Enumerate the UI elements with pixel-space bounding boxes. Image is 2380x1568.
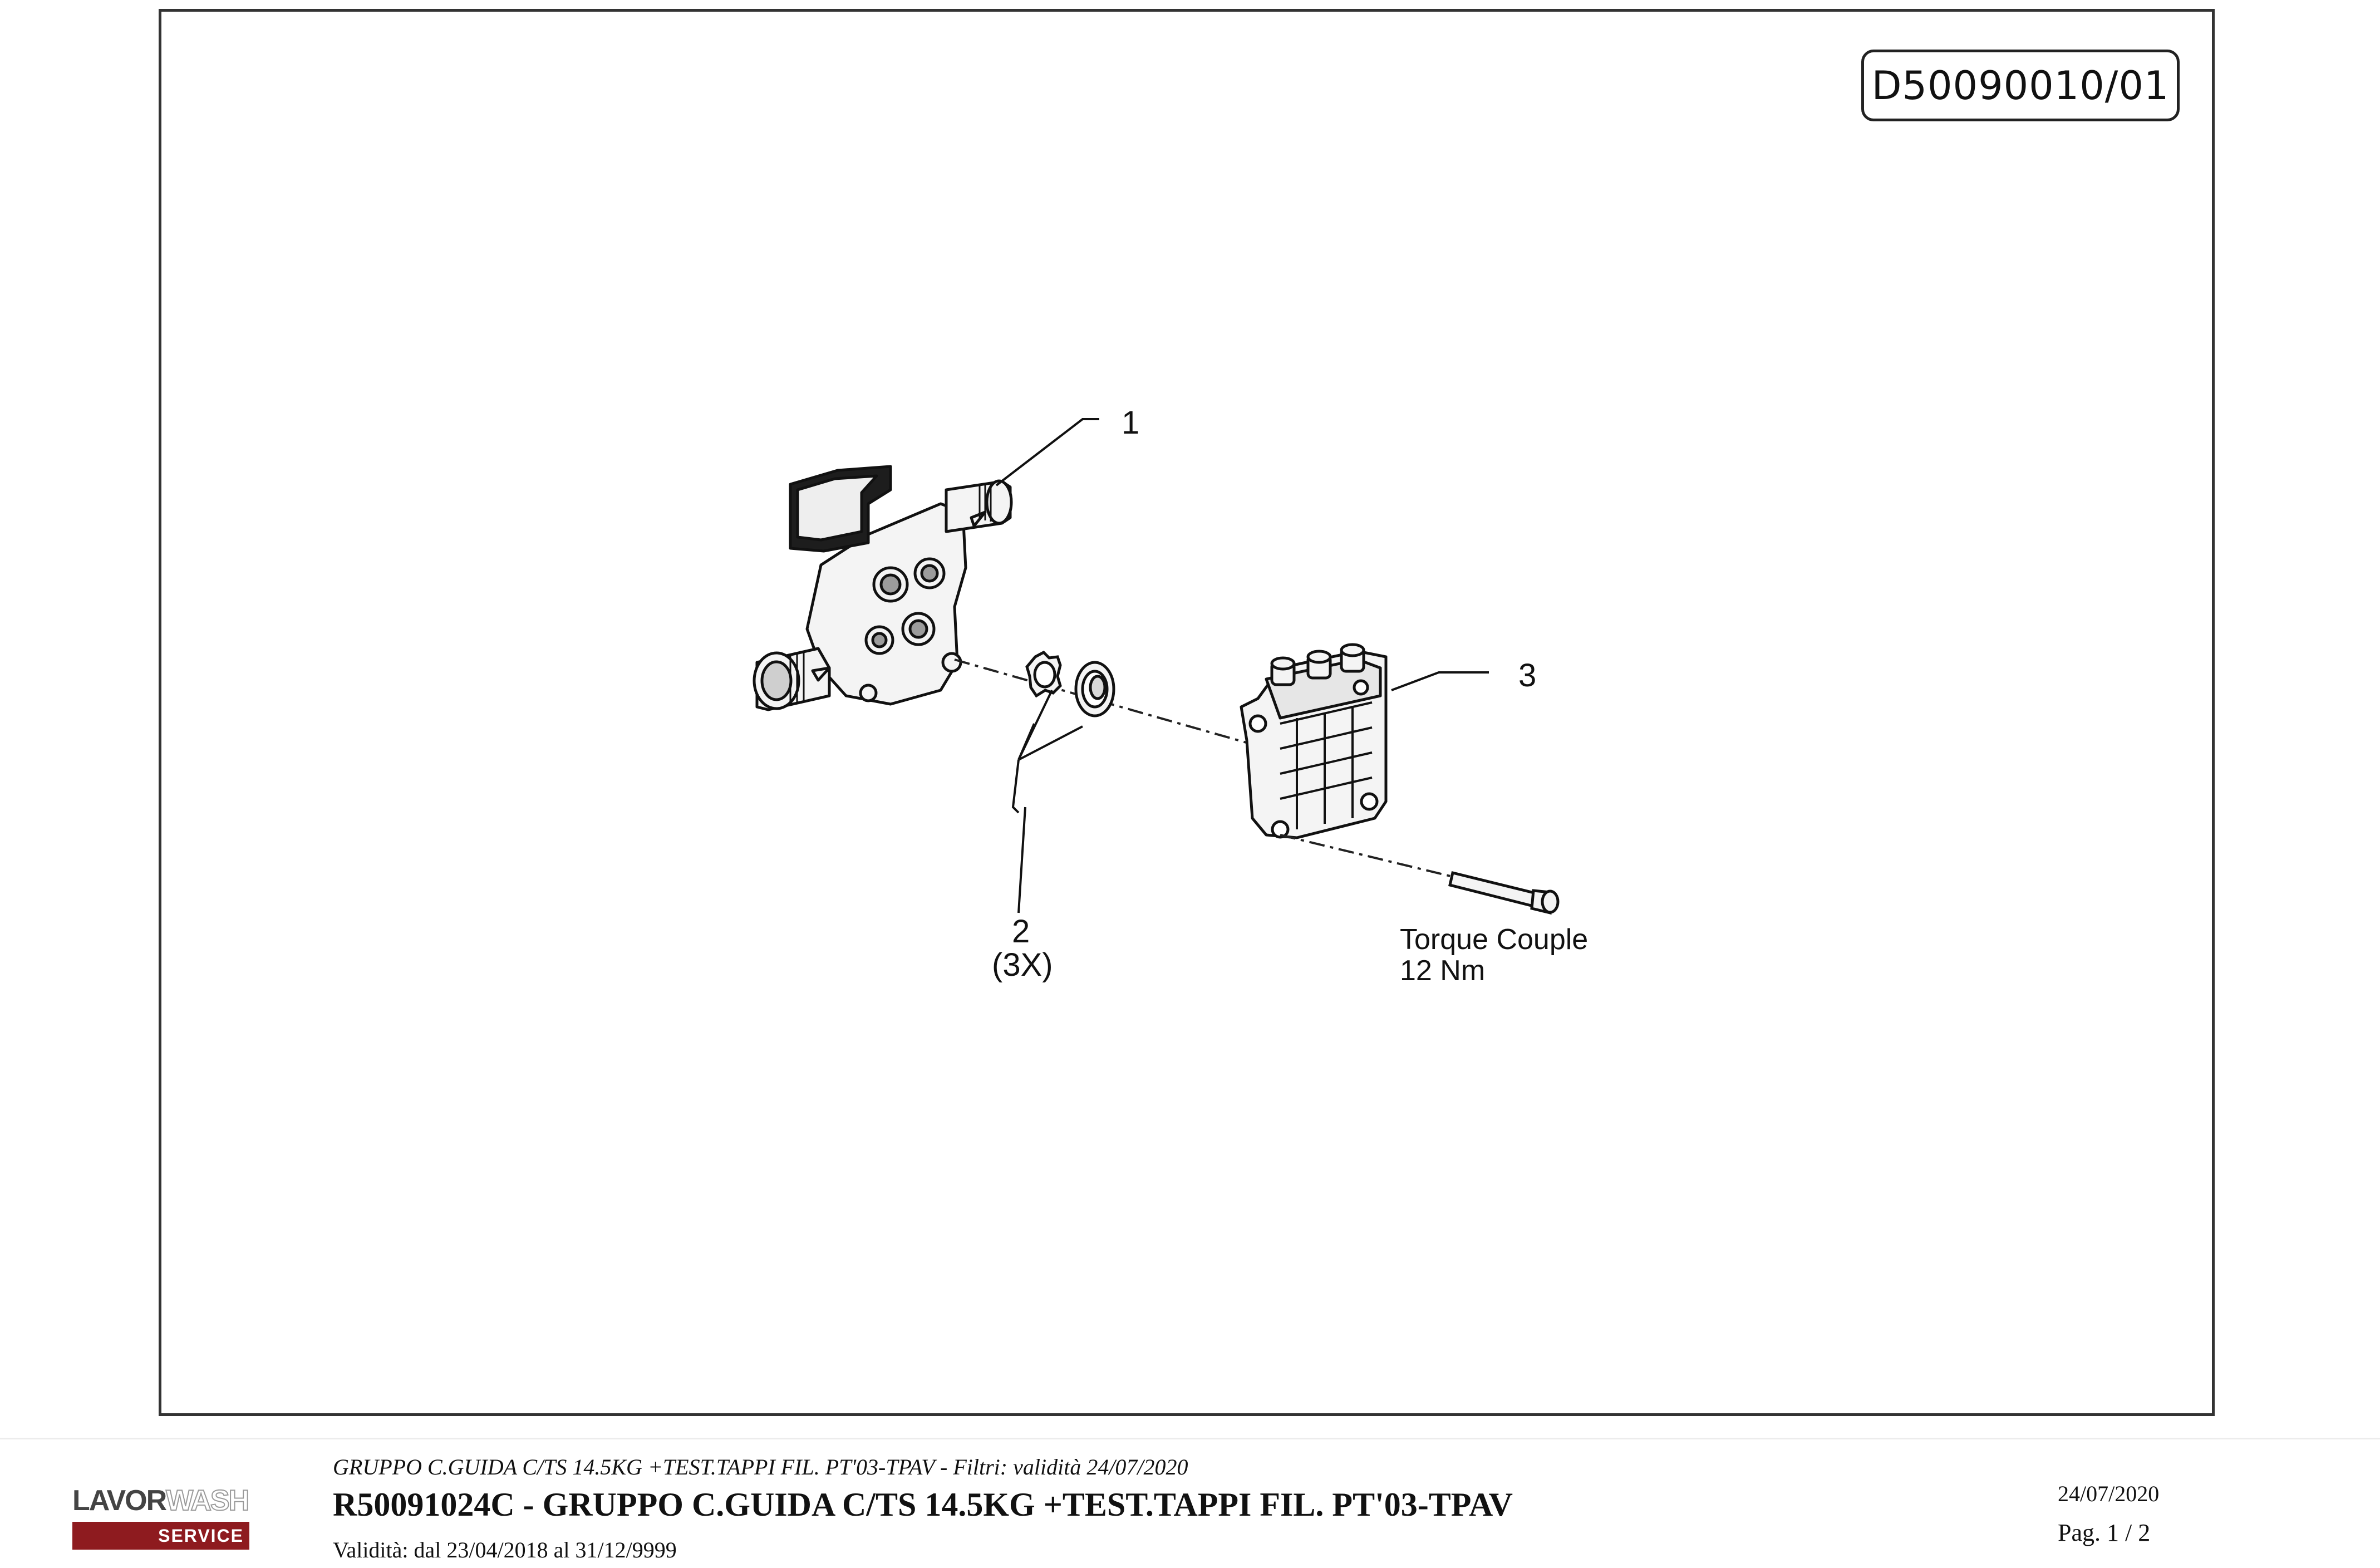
logo-tagline: SERVICE (158, 1525, 244, 1546)
leader-lines (995, 418, 1489, 913)
torque-note-value: 12 Nm (1400, 955, 1486, 987)
callout-2-quantity: (3X) (992, 947, 1053, 983)
part-3-valve-cover (1240, 643, 1388, 839)
drawing-frame (159, 9, 2215, 1416)
screw (1448, 871, 1560, 915)
torque-note-label: Torque Couple (1400, 923, 1589, 956)
screw-axis-line (1280, 834, 1453, 878)
footer-validity: Validità: dal 23/04/2018 al 31/12/9999 (333, 1537, 677, 1562)
logo-brand-a: LAVOR (72, 1485, 167, 1517)
footer-page-number: Pag. 1 / 2 (2058, 1519, 2151, 1546)
callout-1-number: 1 (1122, 405, 1140, 441)
logo-service-bar: SERVICE (72, 1522, 249, 1550)
part-2-seal-set (1025, 650, 1115, 717)
footer-subtitle: GRUPPO C.GUIDA C/TS 14.5KG +TEST.TAPPI F… (333, 1454, 1188, 1479)
callout-3-number: 3 (1518, 657, 1537, 694)
footer-divider (0, 1438, 2380, 1439)
torque-note: Torque Couple 12 Nm (1400, 924, 1588, 986)
drawing-code-badge: D50090010/01 (1861, 50, 2180, 121)
footer-date: 24/07/2020 (2058, 1481, 2160, 1506)
footer-title: R50091024C - GRUPPO C.GUIDA C/TS 14.5KG … (333, 1486, 1513, 1523)
part-1-valve-head (753, 465, 1013, 711)
logo-brand-b: WASH (165, 1485, 250, 1517)
callout-2-number: 2 (1012, 913, 1030, 950)
